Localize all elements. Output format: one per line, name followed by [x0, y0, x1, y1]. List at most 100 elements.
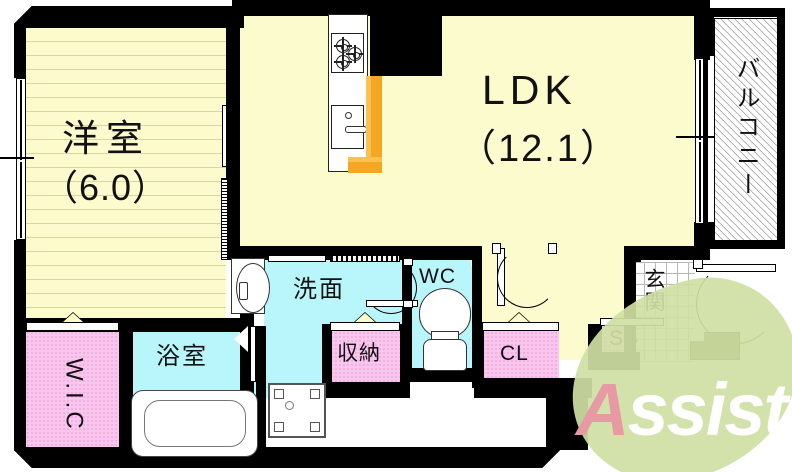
wm-foot-tr: [310, 389, 320, 399]
wall-wc-bottom: [402, 368, 482, 382]
room-wic: [26, 331, 119, 461]
wall-right-upper: [694, 0, 710, 60]
label-wc: WC: [419, 265, 456, 288]
bathtub-inner: [144, 400, 246, 447]
watermark-brand: Assist: [576, 367, 788, 452]
balcony-rail-bottom: [707, 240, 785, 249]
corner-notch-br: [542, 450, 560, 468]
senmen-upper-shelf: [268, 255, 326, 262]
wall-hall-bottom: [482, 378, 592, 398]
corner-notch-cl: [550, 378, 566, 394]
room-shuunou: [330, 331, 400, 383]
sb-shelf-line: [600, 318, 664, 326]
door-bath-fold: [234, 326, 248, 352]
toilet-tank: [423, 339, 467, 371]
watermark-brand-rest: ssist: [627, 368, 788, 451]
wic-cabinet-line: [26, 322, 119, 331]
wm-foot-tl: [274, 389, 284, 399]
wall-youshitsu-ldk: [226, 14, 240, 260]
window-ldk-balcony: [695, 58, 704, 224]
senmen-upper-shelf-dashed: [330, 255, 400, 262]
window-youshitsu-mullion: [20, 80, 22, 160]
window-balcony-mullion: [699, 60, 701, 140]
wall-right-mid: [700, 58, 708, 224]
label-balcony: バルコニー: [732, 56, 759, 201]
label-youshitsu-name: 洋室: [62, 118, 150, 159]
gas-stove: [331, 33, 364, 73]
balcony-hatch: [714, 18, 778, 241]
wall-bath-right: [256, 326, 266, 460]
corner-notch-tl: [14, 6, 32, 24]
cl-open-marker-fill: [509, 313, 529, 322]
door-senmen-jamb: [403, 258, 413, 266]
wall-genkan-top: [624, 246, 708, 260]
wall-top: [14, 6, 244, 28]
room-youshitsu: [22, 27, 226, 320]
wall-kitchen-notch: [370, 14, 442, 76]
corner-notch-bl: [14, 450, 32, 468]
wall-bottom: [14, 447, 560, 468]
wall-top-ldk: [232, 0, 710, 16]
burner-3: [334, 53, 352, 71]
shuunou-cabinet-line: [330, 322, 400, 331]
wm-drain-icon: [285, 401, 294, 410]
cl-cabinet-line: [482, 322, 559, 331]
genkan-step-notch: [690, 332, 704, 341]
door-senmen-jamb2: [403, 300, 413, 308]
kitchen-counter-highlight: [366, 76, 371, 172]
label-shuunou: 収納: [337, 342, 381, 365]
balcony-rail-left2: [707, 222, 714, 249]
label-sb: SB: [609, 327, 640, 350]
balcony-rail-right: [777, 8, 785, 248]
window-marker-right: [676, 136, 714, 138]
wall-right-lower: [694, 222, 710, 260]
label-ldk-name: LDK: [482, 67, 577, 113]
sink-faucet-icon: [345, 126, 367, 133]
label-senmen: 洗面: [293, 276, 345, 303]
label-ldk-size: （12.1）: [458, 128, 620, 170]
vanity-basin: [231, 258, 270, 314]
burner-2: [346, 45, 364, 63]
kitchen-counter-foot2: [348, 157, 382, 162]
label-cl: CL: [500, 342, 529, 365]
wall-shuunou-bottom: [322, 382, 410, 398]
wall-cl-left: [474, 324, 484, 390]
sliding-door-youshitsu-bottom[interactable]: [221, 178, 228, 260]
sliding-door-youshitsu-top[interactable]: [222, 105, 227, 167]
wall-wc-left: [402, 258, 412, 378]
label-youshitsu-size: （6.0）: [42, 167, 170, 208]
wall-wc-right: [472, 258, 482, 388]
bathtub: [131, 390, 258, 457]
balcony-rail-left: [707, 8, 714, 56]
room-cl: [482, 331, 559, 383]
washing-machine-pan: [268, 383, 326, 438]
door-senmen-leaf[interactable]: [366, 300, 418, 307]
balcony-rail-top: [707, 8, 785, 17]
window-balcony-mullion2: [699, 142, 701, 222]
toilet-bowl: [419, 288, 471, 338]
wic-open-marker-fill: [63, 313, 83, 322]
door-ldk-jamb-left: [492, 243, 501, 254]
kitchen-counter: [370, 76, 382, 172]
wall-left-upper: [14, 6, 26, 78]
wall-entry-stub: [631, 246, 641, 262]
sink-drain-icon: [345, 112, 352, 119]
door-ldk-jamb-right: [548, 243, 557, 254]
label-wic: W.I.C: [60, 358, 88, 432]
window-marker-left: [0, 157, 34, 159]
wall-wic-bath: [119, 318, 133, 460]
wall-sb-left: [588, 324, 602, 358]
wm-foot-br: [310, 422, 320, 432]
wm-foot-bl: [274, 422, 284, 432]
shuunou-open-marker-fill: [355, 313, 375, 322]
burner-1: [334, 37, 352, 55]
basin-tap-icon: [239, 282, 248, 300]
window-youshitsu-mullion2: [20, 162, 22, 238]
door-bath-leaf[interactable]: [250, 326, 256, 382]
label-genkan: 玄関: [642, 268, 665, 314]
kitchen-counter-foot: [348, 161, 382, 173]
label-yokushitsu: 浴室: [156, 343, 208, 370]
wall-shuunou-left: [322, 324, 332, 390]
door-ldk-arc: [497, 248, 557, 308]
